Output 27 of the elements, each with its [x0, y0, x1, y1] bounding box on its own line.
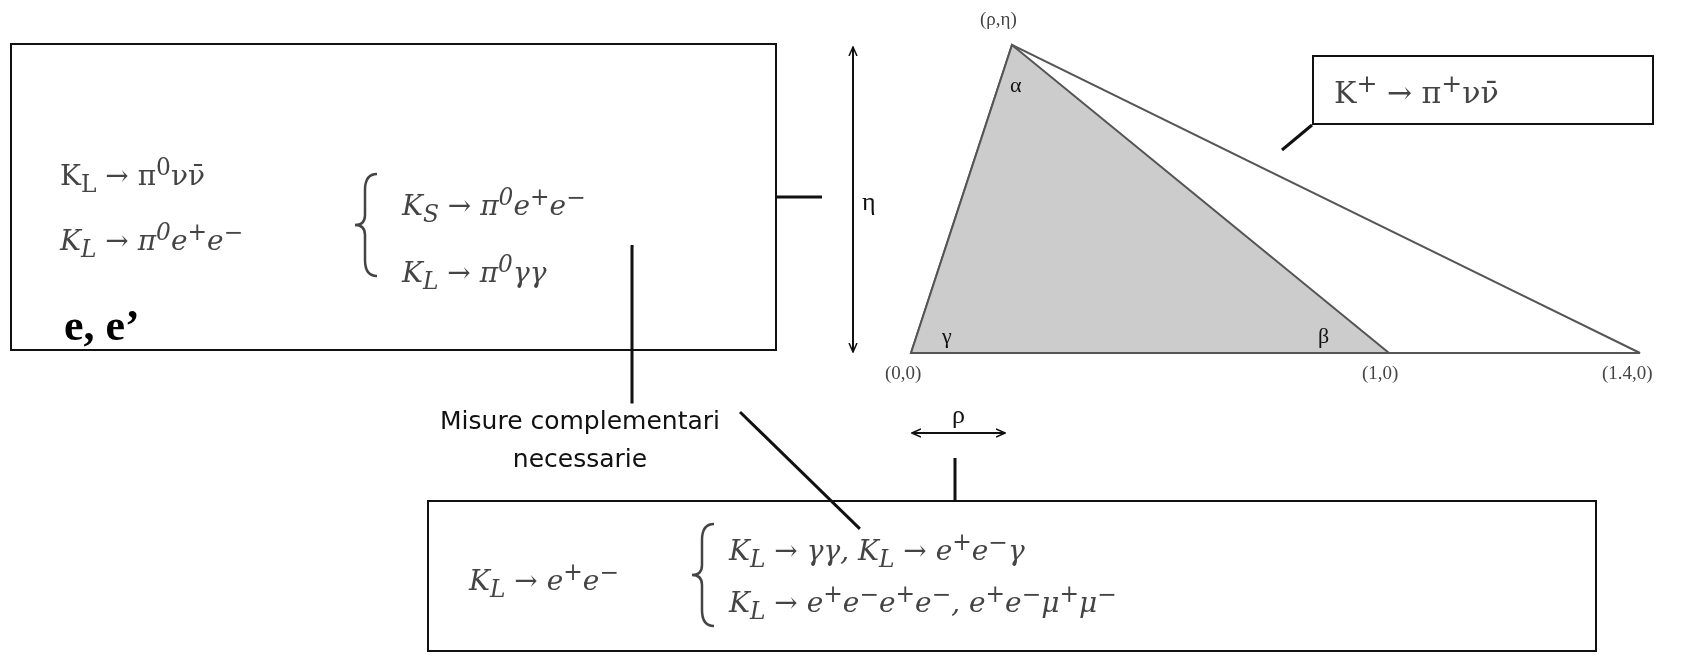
point-label: (1.4,0)	[1602, 362, 1653, 384]
note-text: Misure complementari necessarie	[420, 402, 740, 482]
symbol-text: e, e’	[64, 300, 140, 351]
formula-box	[427, 500, 1597, 652]
leader-line	[777, 195, 822, 199]
formula: K$_{L}$ → e$^{+}$e$^{−}$e$^{+}$e$^{−}$, e$^{+}$e$^{−}$μ$^{+}$μ$^{−}$	[729, 580, 1117, 625]
formula-box	[10, 43, 777, 351]
point-label: (ρ,η)	[980, 8, 1017, 30]
angle-label: γ	[942, 323, 952, 349]
formula: K$_{L}$ → π$^{0}$e$^{+}$e$^{−}$	[60, 218, 244, 263]
leader-line	[630, 245, 634, 404]
leader-line	[738, 410, 861, 530]
formula: K$_{S}$ → π$^{0}$e$^{+}$e$^{−}$	[402, 183, 586, 228]
leader-line	[953, 458, 957, 500]
point-label: (0,0)	[885, 362, 922, 384]
axis-label: η	[862, 187, 876, 217]
formula: K$_{L}$ → π$^{0}$νν̄	[60, 153, 205, 198]
formula: K$_{L}$ → π$^{0}$γγ	[402, 250, 547, 295]
angle-label: α	[1010, 72, 1022, 98]
angle-label: β	[1318, 323, 1330, 349]
formula: K$_{L}$ → e$^{+}$e$^{−}$	[469, 558, 619, 603]
formula-box	[1312, 55, 1654, 125]
formula: K$_{L}$ → γγ, K$_{L}$ → e$^{+}$e$^{−}$γ	[729, 528, 1025, 573]
leader-line	[1281, 123, 1313, 152]
axis-label: ρ	[952, 400, 965, 430]
formula: K$^{+}$ → π$^{+}$νν̄	[1334, 69, 1499, 110]
point-label: (1,0)	[1362, 362, 1399, 384]
